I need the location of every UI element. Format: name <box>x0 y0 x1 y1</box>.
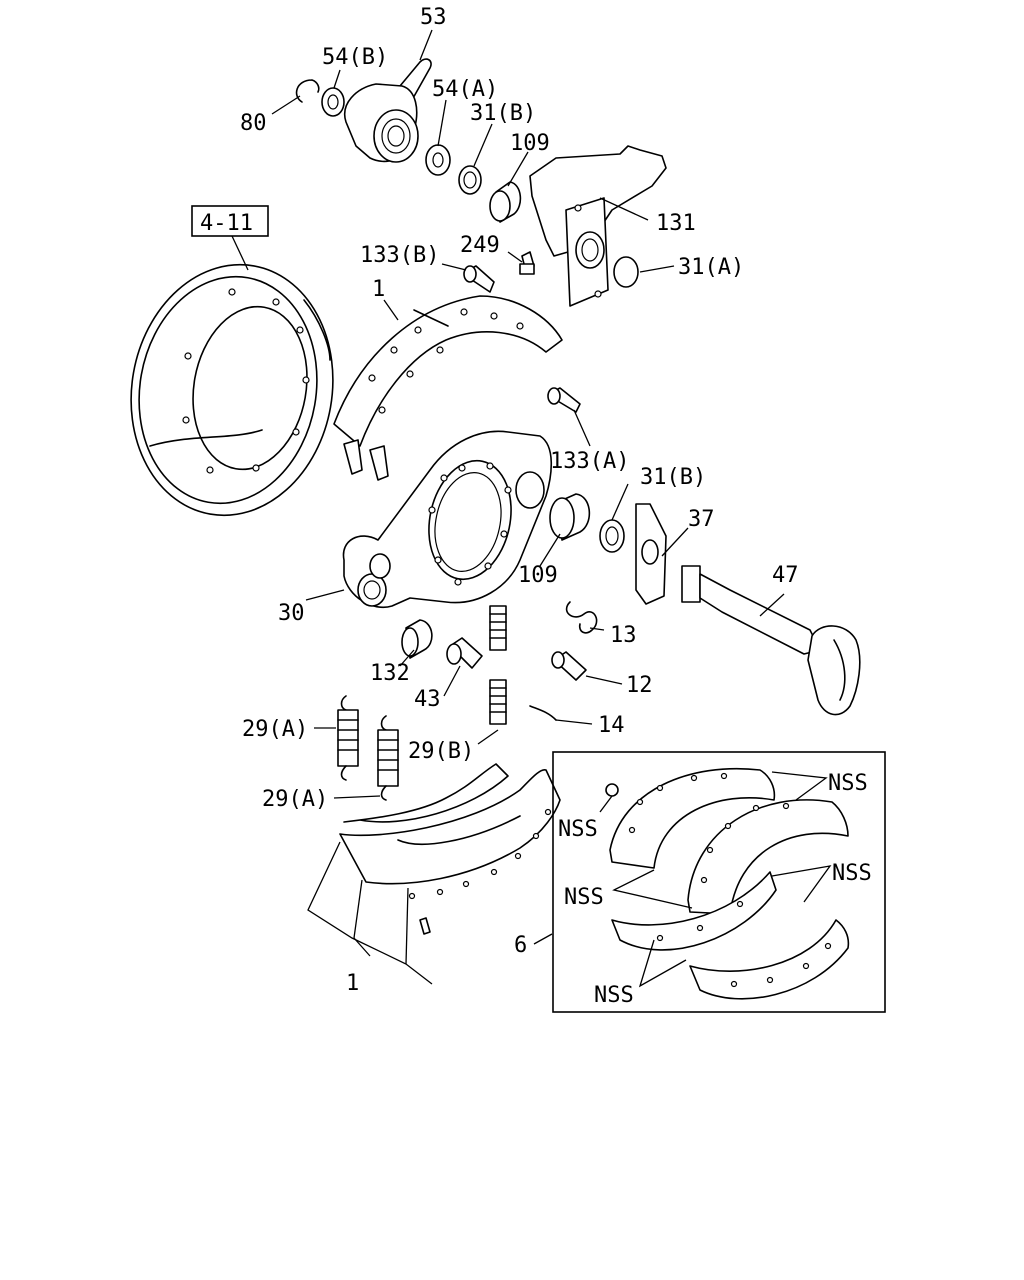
callout-14: 14 <box>598 713 625 738</box>
part-133b-bolt <box>463 265 495 293</box>
callout-109-mid: 109 <box>518 563 558 588</box>
callout-nss-4: NSS <box>564 885 604 910</box>
part-31b-seal-mid <box>599 519 625 553</box>
part-30-brake-spider <box>342 430 553 609</box>
callout-47: 47 <box>772 563 799 588</box>
callout-labels: 53 54(B) 80 54(A) 31(B) 109 131 4-11 133… <box>191 5 872 1008</box>
part-43-roller <box>446 637 483 669</box>
leader-lines <box>231 29 832 988</box>
part-109-bushing-mid <box>549 493 591 541</box>
callout-30: 30 <box>278 601 305 626</box>
callout-109-top: 109 <box>510 131 550 156</box>
callout-31b-mid: 31(B) <box>640 465 706 490</box>
part-132-bushing <box>401 619 433 659</box>
part-80-snap-ring <box>295 79 320 103</box>
callout-nss-2: NSS <box>558 817 598 842</box>
callout-29a-1: 29(A) <box>242 717 308 742</box>
callout-6: 6 <box>514 933 527 958</box>
kit-6-lining-bottom-left <box>611 871 777 951</box>
callout-31a: 31(A) <box>678 255 744 280</box>
ref-4-11-dust-shield <box>130 263 334 517</box>
part-37-washer-plate <box>635 503 667 605</box>
part-14-wire <box>529 705 557 721</box>
part-13-spring-clip <box>565 601 598 634</box>
part-12-roller-pin <box>551 651 587 681</box>
callout-37: 37 <box>688 507 715 532</box>
callout-13: 13 <box>610 623 637 648</box>
kit-6-lining-top-right <box>687 799 849 915</box>
kit-6-rivet <box>605 783 619 797</box>
part-54b-washer <box>321 87 345 117</box>
part-29b-return-spring <box>489 605 507 725</box>
callout-132: 132 <box>370 661 410 686</box>
callout-53: 53 <box>420 5 447 30</box>
callout-54b: 54(B) <box>322 45 388 70</box>
callout-133a: 133(A) <box>550 449 629 474</box>
callout-133b: 133(B) <box>360 243 439 268</box>
kit-6-lining-bottom-right <box>689 919 850 1000</box>
part-131-camshaft-bracket <box>529 145 667 307</box>
part-53-slack-adjuster <box>343 58 432 163</box>
ref-box-4-11: 4-11 <box>200 211 253 236</box>
part-1-upper-brake-shoe <box>333 295 563 481</box>
callout-12: 12 <box>626 673 653 698</box>
part-133a-bolt <box>547 387 581 413</box>
callout-31b-top: 31(B) <box>470 101 536 126</box>
part-47-camshaft <box>681 565 861 716</box>
part-31a-cap <box>613 256 639 288</box>
callout-131: 131 <box>656 211 696 236</box>
callout-nss-1: NSS <box>828 771 868 796</box>
callout-1-top: 1 <box>372 277 385 302</box>
part-249-grease-nipple <box>519 251 535 275</box>
part-54a-washer <box>425 144 451 176</box>
part-109-bushing-top <box>489 181 522 223</box>
callout-249: 249 <box>460 233 500 258</box>
kit-6-lining-top-left <box>609 767 776 869</box>
ref-box-4-11-frame <box>191 205 269 237</box>
callout-nss-3: NSS <box>832 861 872 886</box>
callout-nss-5: NSS <box>594 983 634 1008</box>
kit-6-frame <box>552 751 886 1013</box>
callout-29a-2: 29(A) <box>262 787 328 812</box>
part-29a-spring-2 <box>377 715 399 801</box>
part-29a-spring-1 <box>337 695 359 781</box>
callout-43: 43 <box>414 687 441 712</box>
callout-54a: 54(A) <box>432 77 498 102</box>
part-31b-seal-top <box>458 165 482 195</box>
callout-1-bottom: 1 <box>346 971 359 996</box>
callout-80: 80 <box>240 111 267 136</box>
part-1-lower-brake-shoe <box>339 763 561 935</box>
callout-29b: 29(B) <box>408 739 474 764</box>
